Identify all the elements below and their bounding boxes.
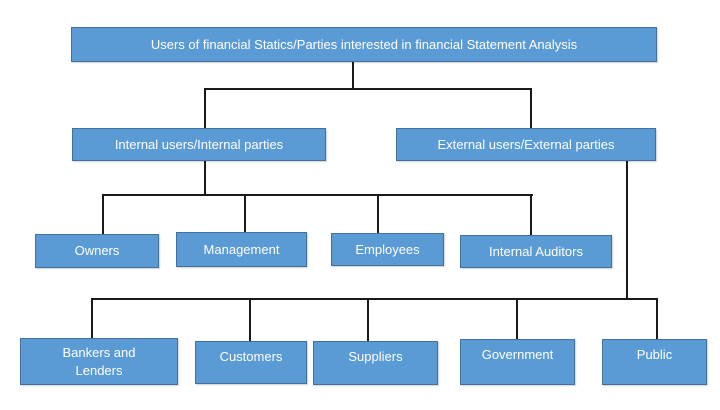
connector bbox=[377, 194, 379, 233]
owners-label: Owners bbox=[74, 243, 120, 258]
internal-users-node: Internal users/Internal parties bbox=[72, 128, 326, 161]
connector bbox=[352, 62, 354, 90]
government-label: Government bbox=[481, 347, 554, 362]
internal-users-label: Internal users/Internal parties bbox=[114, 136, 284, 152]
employees-node: Employees bbox=[331, 233, 444, 266]
connector bbox=[102, 194, 533, 196]
connector bbox=[530, 88, 532, 128]
owners-node: Owners bbox=[35, 234, 159, 268]
government-node: Government bbox=[460, 339, 575, 385]
internal-auditors-node: Internal Auditors bbox=[460, 235, 612, 268]
suppliers-label: Suppliers bbox=[348, 349, 403, 364]
suppliers-node: Suppliers bbox=[313, 341, 438, 385]
external-users-node: External users/External parties bbox=[396, 128, 656, 161]
bankers-lenders-node: Bankers and Lenders bbox=[20, 338, 178, 385]
management-node: Management bbox=[176, 232, 307, 267]
connector bbox=[626, 161, 628, 300]
internal-auditors-label: Internal Auditors bbox=[489, 243, 583, 259]
root-node: Users of financial Statics/Parties inter… bbox=[71, 27, 657, 62]
connector bbox=[249, 298, 251, 341]
connector bbox=[91, 298, 658, 300]
connector bbox=[204, 88, 532, 90]
management-label: Management bbox=[203, 241, 280, 257]
employees-label: Employees bbox=[355, 241, 420, 257]
customers-label: Customers bbox=[219, 349, 283, 364]
external-users-label: External users/External parties bbox=[437, 136, 615, 152]
connector bbox=[102, 194, 104, 234]
connector bbox=[204, 161, 206, 196]
connector bbox=[244, 194, 246, 232]
connector bbox=[91, 298, 93, 338]
connector bbox=[367, 298, 369, 341]
public-node: Public bbox=[602, 339, 707, 385]
public-label: Public bbox=[636, 347, 673, 362]
root-label: Users of financial Statics/Parties inter… bbox=[150, 36, 578, 52]
connector bbox=[530, 194, 532, 235]
connector bbox=[656, 298, 658, 339]
connector bbox=[204, 88, 206, 128]
connector bbox=[516, 298, 518, 339]
bankers-lenders-label: Bankers and Lenders bbox=[62, 344, 136, 378]
customers-node: Customers bbox=[195, 341, 307, 384]
